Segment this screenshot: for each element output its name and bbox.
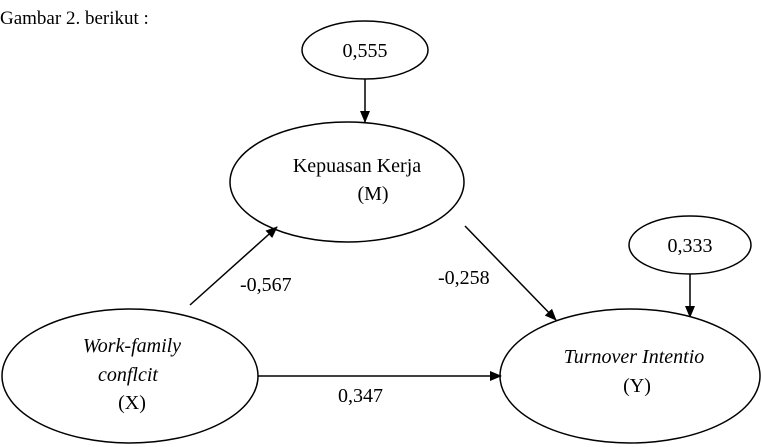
figure-caption: Gambar 2. berikut :	[0, 8, 149, 29]
mediator-node	[229, 121, 465, 243]
independent-symbol: (X)	[118, 392, 146, 414]
independent-name-line2: conflcit	[98, 364, 158, 386]
mediator-name: Kepuasan Kerja	[293, 155, 421, 177]
coef-x-to-m: -0,567	[240, 274, 292, 296]
dependent-name: Turnover Intentio	[564, 346, 705, 368]
error-m-value: 0,555	[343, 40, 388, 62]
coef-m-to-y: -0,258	[438, 267, 490, 289]
mediator-symbol: (M)	[357, 183, 388, 205]
coef-x-to-y: 0,347	[338, 385, 383, 407]
error-y-value: 0,333	[668, 235, 713, 257]
independent-name-line1: Work-family	[83, 335, 181, 357]
dependent-symbol: (Y)	[623, 375, 651, 397]
path-x-to-m-arrow	[189, 226, 278, 306]
path-m-to-y-arrow	[464, 225, 557, 321]
